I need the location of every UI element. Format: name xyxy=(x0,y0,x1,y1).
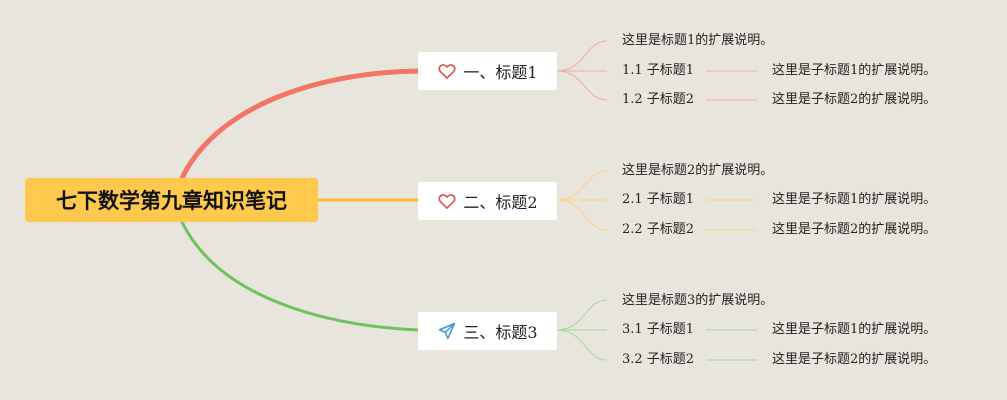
subtopic-3-1-note: 这里是子标题1的扩展说明。 xyxy=(772,322,937,337)
branch-topic-1[interactable]: 一、标题1 xyxy=(418,52,557,90)
subtopic-1-1-note: 这里是子标题1的扩展说明。 xyxy=(772,63,937,78)
subtopic-2-2[interactable]: 2.2 子标题2 xyxy=(622,222,695,237)
subtopic-3-2[interactable]: 3.2 子标题2 xyxy=(622,352,695,367)
subtopic-1-1[interactable]: 1.1 子标题1 xyxy=(622,63,695,78)
heart-icon xyxy=(437,191,457,211)
branch-topic-3[interactable]: 三、标题3 xyxy=(418,312,557,350)
subtopic-2-1[interactable]: 2.1 子标题1 xyxy=(622,192,695,207)
subtopic-1-2[interactable]: 1.2 子标题2 xyxy=(622,92,695,107)
root-topic[interactable]: 七下数学第九章知识笔记 xyxy=(25,178,318,222)
subtopic-3-1[interactable]: 3.1 子标题1 xyxy=(622,322,695,337)
branch2-description: 这里是标题2的扩展说明。 xyxy=(622,163,774,178)
branch3-description: 这里是标题3的扩展说明。 xyxy=(622,293,774,308)
branch-topic-2[interactable]: 二、标题2 xyxy=(418,182,557,220)
branch3-fan xyxy=(556,299,757,361)
branch-topic-label: 二、标题2 xyxy=(463,193,538,212)
subtopic-2-2-note: 这里是子标题2的扩展说明。 xyxy=(772,222,937,237)
subtopic-2-1-note: 这里是子标题1的扩展说明。 xyxy=(772,192,937,207)
branch-topic-label: 一、标题1 xyxy=(463,63,538,82)
root-branch1-link xyxy=(179,68,421,181)
branch1-fan xyxy=(556,40,757,101)
paper-plane-icon xyxy=(437,321,457,341)
subtopic-1-2-note: 这里是子标题2的扩展说明。 xyxy=(772,92,937,107)
subtopic-3-2-note: 这里是子标题2的扩展说明。 xyxy=(772,352,937,367)
branch1-description: 这里是标题1的扩展说明。 xyxy=(622,33,774,48)
branch2-fan xyxy=(556,170,757,231)
branch-topic-label: 三、标题3 xyxy=(463,323,538,342)
root-branch3-link xyxy=(180,220,420,332)
root-topic-label: 七下数学第九章知识笔记 xyxy=(56,189,287,213)
heart-icon xyxy=(437,61,457,81)
